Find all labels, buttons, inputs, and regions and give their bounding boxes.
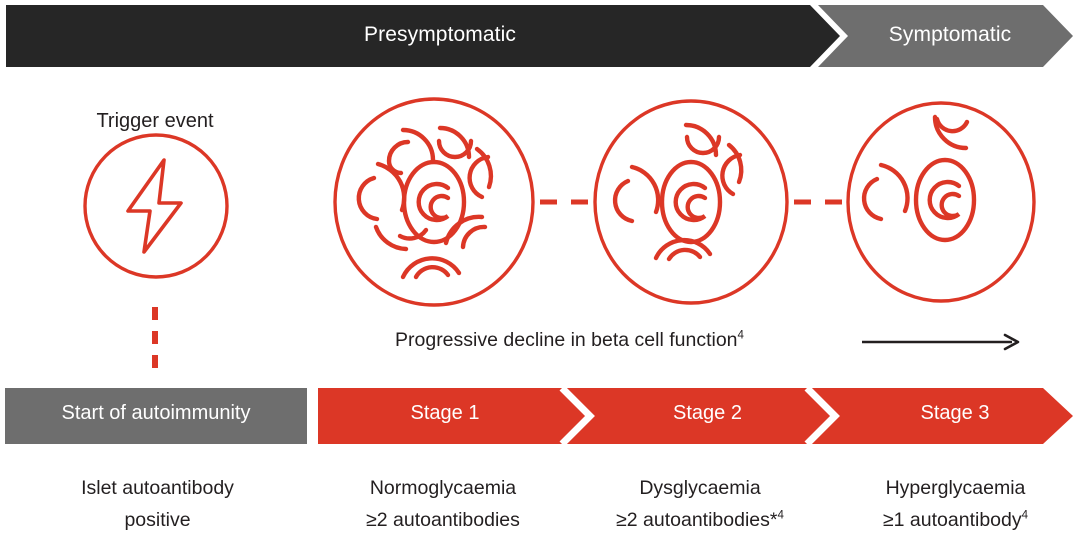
- trigger-event-circle: [83, 133, 229, 279]
- stage-label-autoimmunity: Start of autoimmunity: [61, 402, 251, 424]
- caption-stage-3: Hyperglycaemia ≥1 autoantibody4: [838, 472, 1073, 536]
- stage-label-stage-2: Stage 2: [673, 402, 742, 424]
- caption-superscript: 4: [1021, 509, 1029, 522]
- islet-connector-1-2: [540, 199, 602, 205]
- caption-line1: Normoglycaemia: [369, 477, 517, 499]
- stage-separator-1: [559, 386, 595, 446]
- stage-label-stage-1: Stage 1: [410, 402, 480, 424]
- caption-line2-text: ≥2 autoantibodies*: [616, 509, 778, 531]
- phase-symptomatic-label: Symptomatic: [888, 23, 1012, 46]
- caption-line2-text: ≥2 autoantibodies: [366, 509, 520, 531]
- caption-stage-2: Dysglycaemia ≥2 autoantibodies*4: [580, 472, 820, 536]
- islet-connector-2-3: [794, 199, 856, 205]
- caption-line1: Hyperglycaemia: [885, 477, 1026, 499]
- caption-line2-text: ≥1 autoantibody: [882, 509, 1022, 531]
- right-arrow-icon: [862, 333, 1020, 351]
- caption-line2: ≥2 autoantibodies: [318, 504, 568, 536]
- progressive-decline-label: Progressive decline in beta cell functio…: [395, 329, 738, 351]
- caption-line2: ≥2 autoantibodies*4: [580, 504, 820, 536]
- caption-line1: Islet autoantibody: [81, 477, 234, 499]
- stage-block-autoimmunity: [5, 388, 307, 444]
- trigger-event-title: Trigger event: [96, 110, 214, 132]
- caption-autoimmunity: Islet autoantibody positive: [20, 472, 295, 536]
- stage-label-stage-3: Stage 3: [920, 402, 990, 424]
- trigger-dashed-connector: [152, 307, 158, 368]
- caption-stage-1: Normoglycaemia ≥2 autoantibodies: [318, 472, 568, 536]
- progressive-decline-superscript: 4: [737, 329, 744, 342]
- phase-symptomatic-arrow: [818, 5, 1073, 67]
- stage-separator-2: [804, 386, 840, 446]
- caption-line2: ≥1 autoantibody4: [838, 504, 1073, 536]
- caption-line2-text: positive: [124, 509, 191, 531]
- progressive-decline-row: Progressive decline in beta cell functio…: [395, 326, 1035, 360]
- stage-bar: [5, 386, 1073, 446]
- islet-beta-cells-icon-depleted: [846, 101, 1036, 303]
- progressive-decline-text: Progressive decline in beta cell functio…: [395, 329, 744, 352]
- islet-beta-cells-icon-full: [333, 97, 535, 307]
- islet-beta-cells-icon-reduced: [593, 99, 789, 305]
- caption-line1: Dysglycaemia: [639, 477, 761, 499]
- caption-line2: positive: [20, 504, 295, 536]
- phase-presymptomatic-arrow: [6, 5, 840, 67]
- caption-superscript: 4: [777, 509, 784, 522]
- stage-block-arrow-red: [318, 388, 1073, 444]
- phase-presymptomatic-label: Presymptomatic: [364, 23, 516, 46]
- lightning-bolt-icon: [126, 158, 183, 254]
- phase-bar: [6, 5, 1073, 67]
